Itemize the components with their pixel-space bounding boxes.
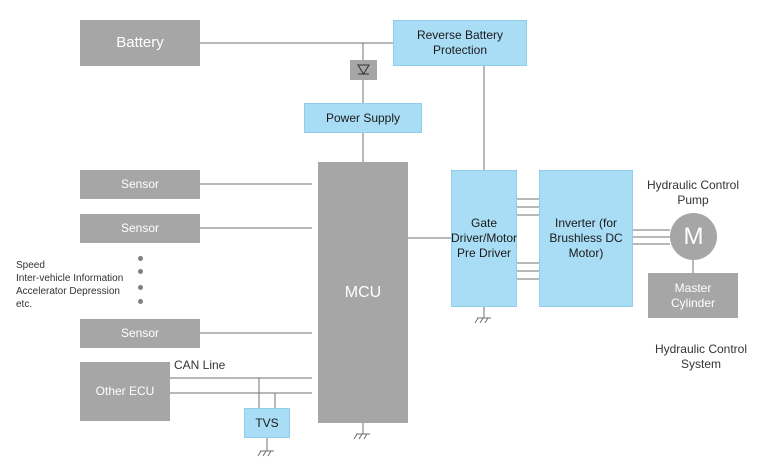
motor-icon: M (670, 213, 717, 260)
hydraulic-pump-label: Hydraulic Control Pump (646, 178, 740, 207)
other-ecu-block: Other ECU (80, 362, 170, 421)
diode-icon (350, 60, 377, 80)
sensor-label: Sensor (120, 221, 160, 235)
master-cylinder-block: Master Cylinder (648, 273, 738, 318)
sensor-block-3: Sensor (80, 319, 200, 348)
inverter-block: Inverter (for Brushless DC Motor) (539, 170, 633, 307)
sensor-type-item: etc. (16, 299, 33, 310)
power-supply-block: Power Supply (304, 103, 422, 133)
other-ecu-label: Other ECU (95, 384, 155, 398)
sensor-type-item: Inter-vehicle Information (16, 273, 124, 284)
sensor-types-list: Speed Inter-vehicle Information Accelera… (16, 259, 146, 311)
master-cylinder-label: Master Cylinder (670, 280, 715, 310)
ellipsis-dots-icon (138, 256, 144, 306)
reverse-battery-protection-label: Reverse Battery Protection (416, 28, 504, 57)
tvs-label: TVS (255, 415, 279, 430)
sensor-type-item: Speed (16, 260, 45, 271)
reverse-battery-protection-block: Reverse Battery Protection (393, 20, 527, 66)
sensor-block-2: Sensor (80, 214, 200, 243)
inverter-label: Inverter (for Brushless DC Motor) (549, 216, 623, 260)
tvs-block: TVS (244, 408, 290, 438)
battery-block: Battery (80, 20, 200, 66)
sensor-label: Sensor (120, 177, 160, 191)
gate-driver-block: Gate Driver/Motor Pre Driver (451, 170, 517, 307)
power-supply-label: Power Supply (325, 110, 401, 125)
hydraulic-system-label: Hydraulic Control System (654, 342, 748, 371)
sensor-type-item: Accelerator Depression (16, 286, 120, 297)
can-line-label: CAN Line (174, 358, 226, 372)
sensor-block-1: Sensor (80, 170, 200, 199)
mcu-label: MCU (344, 283, 382, 301)
battery-label: Battery (116, 33, 164, 51)
gate-driver-label: Gate Driver/Motor Pre Driver (451, 216, 518, 260)
motor-label: M (683, 222, 704, 250)
sensor-label: Sensor (120, 326, 160, 340)
mcu-block: MCU (318, 162, 408, 423)
